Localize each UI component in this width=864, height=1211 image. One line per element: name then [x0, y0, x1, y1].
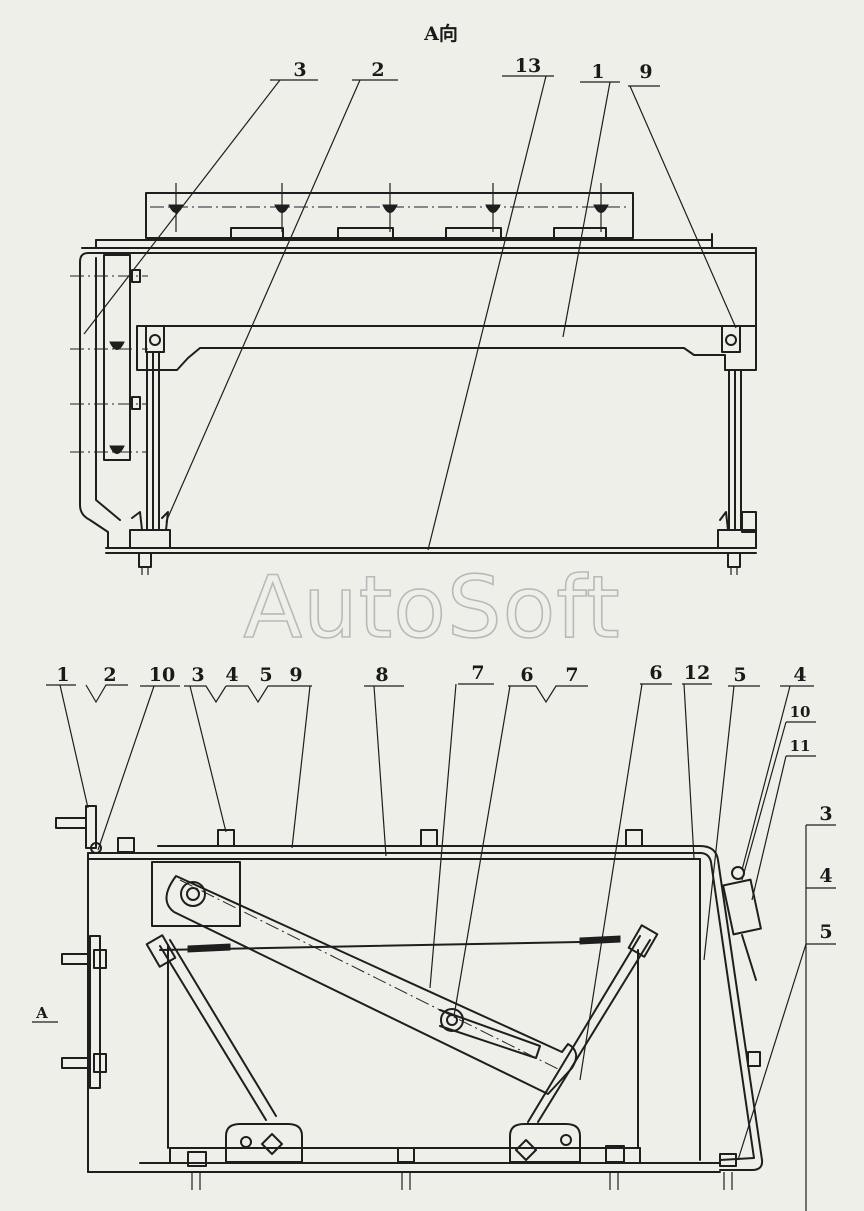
callout-4: 4: [225, 664, 238, 686]
callout-11-right: 11: [790, 737, 811, 755]
right-base-bracket: [509, 1123, 581, 1163]
side-view: 1 2 10 3 4 5 9 8 7 6 7 6 12 5 4 10 11 3 …: [32, 662, 836, 1211]
cross-beam: [136, 325, 757, 371]
callout-2-top: 2: [371, 59, 384, 81]
callout-4-right: 4: [819, 865, 832, 887]
callout-9-top: 9: [639, 61, 652, 83]
callout-10-right: 10: [790, 703, 811, 721]
left-bracket: [103, 254, 131, 461]
callout-9: 9: [289, 664, 302, 686]
watermark: AutoSoft: [243, 558, 620, 658]
view-title: A向: [423, 22, 458, 45]
callout-3-top: 3: [293, 59, 306, 81]
callout-8: 8: [375, 664, 388, 686]
callout-7b: 7: [565, 664, 578, 686]
callout-2: 2: [103, 664, 116, 686]
callout-1-top: 1: [591, 61, 604, 83]
top-view: 3 2 13 1 9: [70, 55, 757, 575]
callout-12: 12: [684, 662, 710, 684]
callout-4b: 4: [793, 664, 806, 686]
callout-1: 1: [56, 664, 69, 686]
callout-3-right: 3: [819, 803, 832, 825]
callout-6b: 6: [649, 662, 662, 684]
callout-3: 3: [191, 664, 204, 686]
callout-7a: 7: [471, 662, 484, 684]
callout-5-right: 5: [819, 921, 832, 943]
callout-5: 5: [259, 664, 272, 686]
callout-10: 10: [149, 664, 175, 686]
left-base-bracket: [225, 1123, 303, 1163]
callout-6a: 6: [520, 664, 533, 686]
callout-5b: 5: [733, 664, 746, 686]
view-marker: A: [35, 1004, 48, 1022]
callout-13-top: 13: [515, 55, 541, 77]
clamp-block: [151, 861, 241, 927]
swing-arm: [165, 875, 578, 1095]
